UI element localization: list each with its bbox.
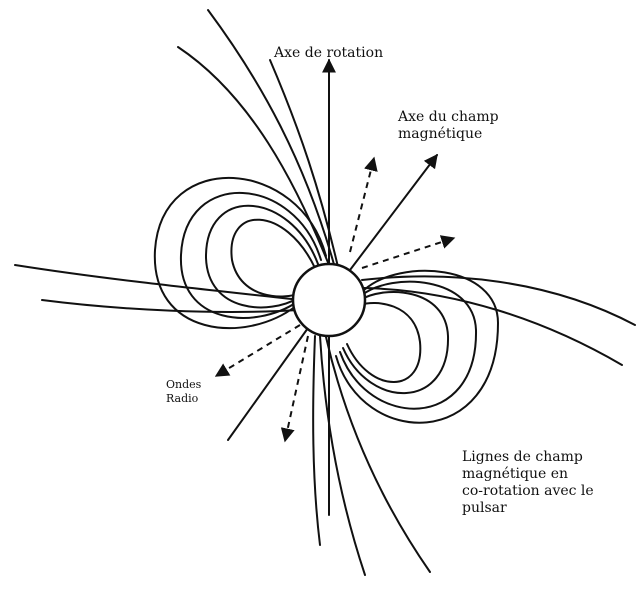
magnetic-axis-arrow-upper <box>350 155 437 270</box>
radio-waves-label-line2: Radio <box>166 392 199 405</box>
field-lines-label-line4: pulsar <box>462 500 507 516</box>
rotation-axis-label: Axe de rotation <box>273 45 383 61</box>
magnetic-axis-label-line1: Axe du champ <box>397 109 499 125</box>
open-line-right-2 <box>364 288 622 365</box>
radio-beam-lower-left <box>216 325 300 376</box>
magnetic-axis-label-line2: magnétique <box>398 126 482 142</box>
pulsar-star <box>293 264 365 336</box>
field-lines-label-line2: magnétique en <box>462 466 568 482</box>
field-lines-label-line1: Lignes de champ <box>462 449 583 465</box>
open-line-left-1 <box>15 265 300 300</box>
radio-beam-upper-right <box>362 238 454 268</box>
field-lines-label-line3: co-rotation avec le <box>462 483 594 499</box>
radio-beam-lower-right <box>285 336 308 441</box>
open-line-bottom-3 <box>313 336 320 545</box>
open-line-left-2 <box>42 300 298 312</box>
radio-beam-upper-left <box>350 158 374 252</box>
radio-waves-label-line1: Ondes <box>166 378 202 391</box>
